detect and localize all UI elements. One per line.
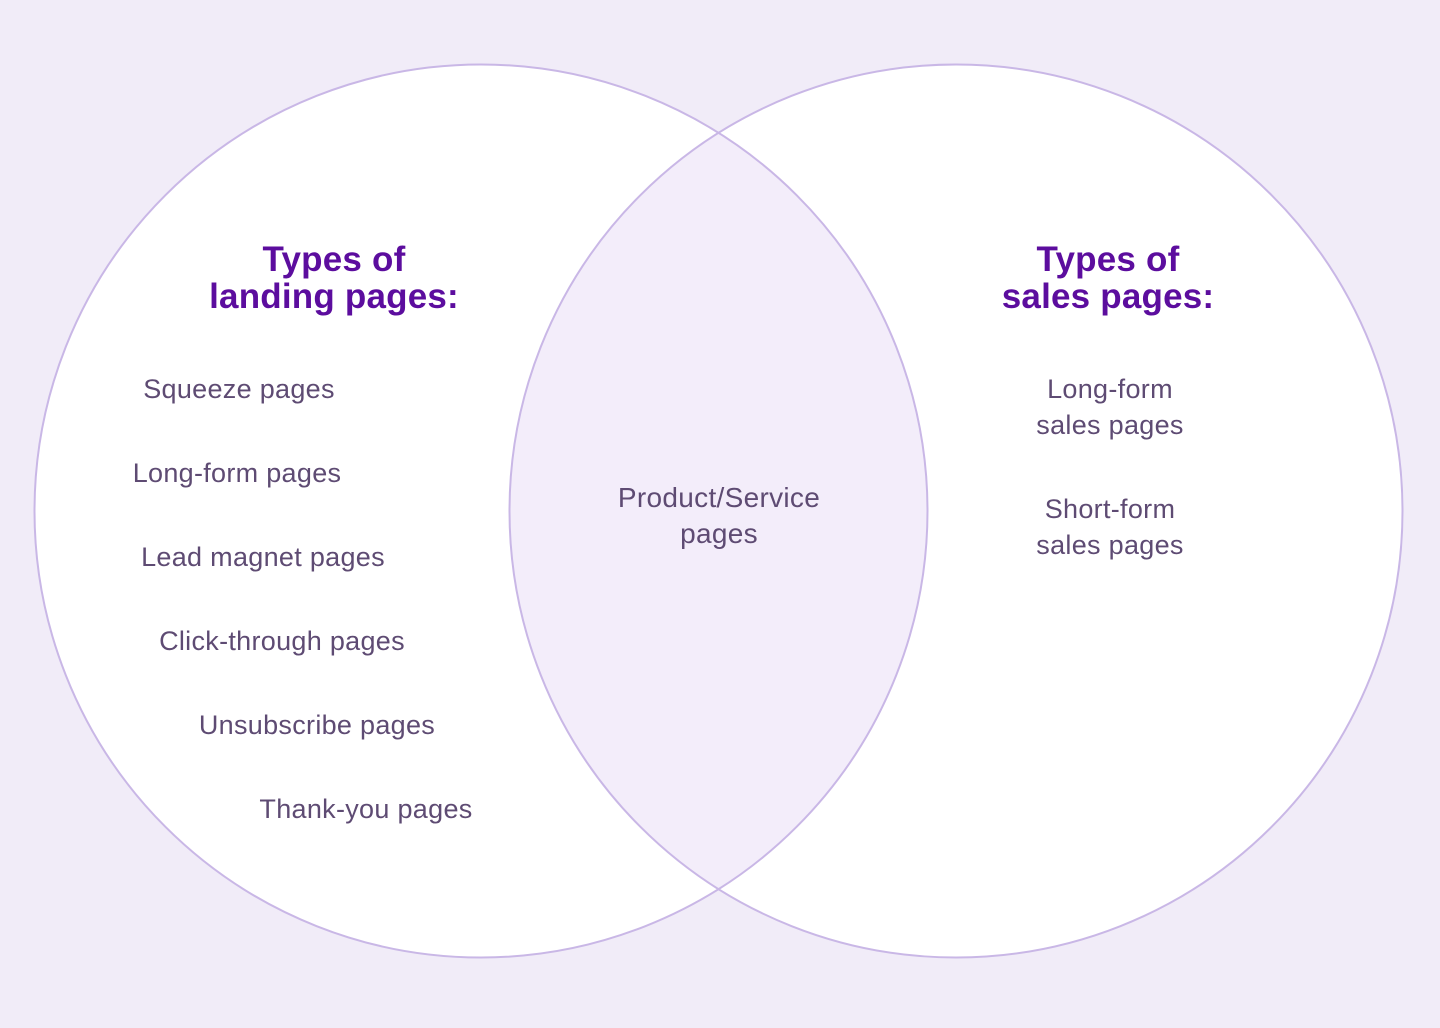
left-circle-title: Types of landing pages: [209, 240, 459, 316]
left-list-item: Squeeze pages [143, 374, 335, 404]
intersection-label: Product/Service pages [617, 482, 821, 549]
left-list-item: Lead magnet pages [141, 542, 385, 572]
right-list-item: Long-form sales pages [1036, 374, 1184, 440]
right-circle-outline [508, 63, 1404, 959]
left-circle-outline [33, 63, 929, 959]
left-list-item: Unsubscribe pages [198, 710, 436, 740]
intersection-region [509, 64, 928, 958]
left-list-item: Long-form pages [132, 458, 342, 488]
left-list-item: Click-through pages [159, 626, 405, 656]
right-list-item: Short-form sales pages [1036, 494, 1184, 560]
left-list-item: Thank-you pages [259, 794, 473, 824]
right-circle-title: Types of sales pages: [1001, 240, 1215, 316]
